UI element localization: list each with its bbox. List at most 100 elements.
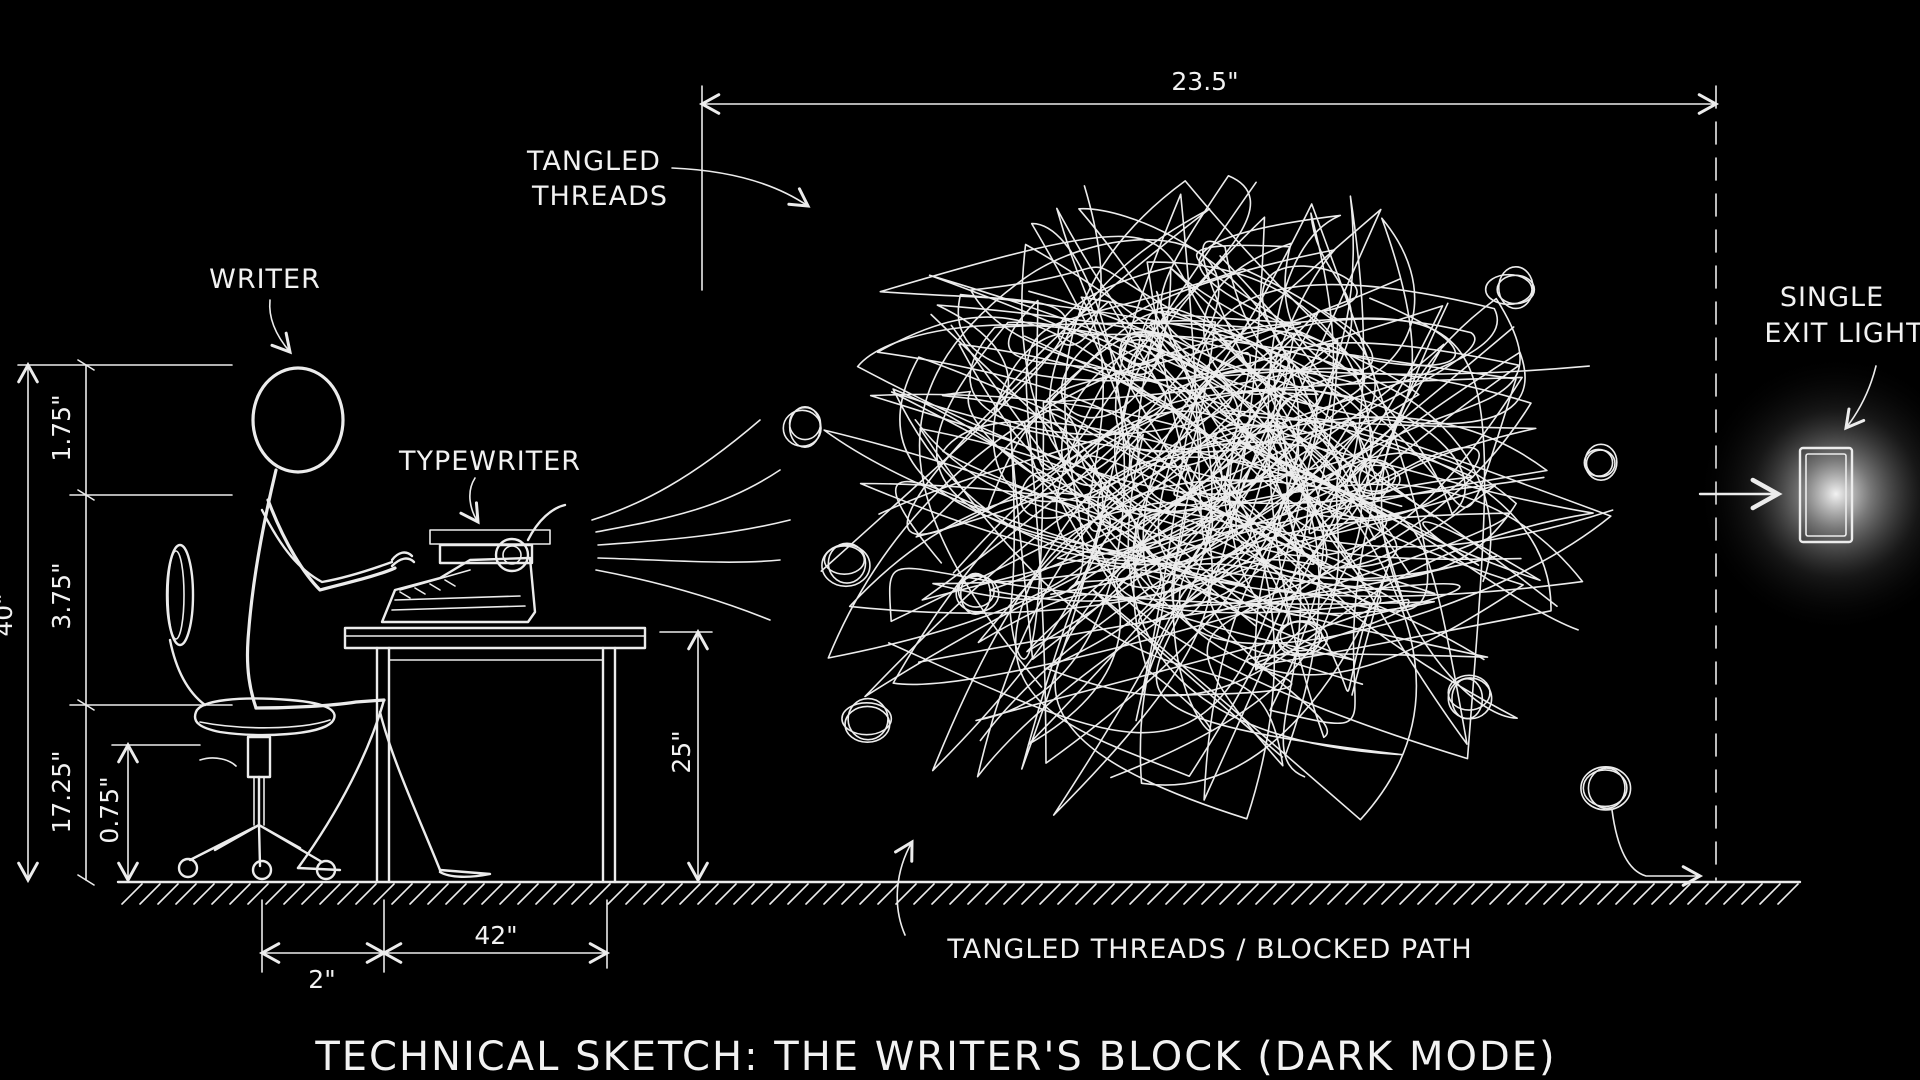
floor-hatch-line xyxy=(949,883,971,905)
floor-hatch-line xyxy=(1039,883,1061,905)
tangle-knot xyxy=(1118,338,1162,365)
floor-hatch-line xyxy=(1219,883,1241,905)
floor-hatch-line xyxy=(1021,883,1043,905)
floor-hatch-line xyxy=(1129,883,1151,905)
tangle-thread xyxy=(892,343,1489,746)
floor-hatch-line xyxy=(1507,883,1529,905)
tangle-knot xyxy=(1447,674,1491,711)
floor-hatch-line xyxy=(1687,883,1709,905)
floor-hatch-line xyxy=(283,883,305,905)
label-writer: WRITER xyxy=(209,264,321,295)
floor-hatch-line xyxy=(229,883,251,905)
floor-hatch-line xyxy=(1381,883,1403,905)
tangle-knot xyxy=(847,697,889,741)
floor-hatch-line xyxy=(355,883,377,905)
floor-hatch-line xyxy=(121,883,143,905)
floor-hatch-line xyxy=(733,883,755,905)
floor-hatch-line xyxy=(661,883,683,905)
floor-hatch-line xyxy=(1363,883,1385,905)
floor-hatch-line xyxy=(679,883,701,905)
dim-desk-width: 42" xyxy=(474,921,517,950)
dim-chair-offset: 0.75" xyxy=(95,776,124,843)
dim-desk-height: 25" xyxy=(667,730,696,773)
tangle-thread xyxy=(869,207,1579,764)
floor-hatch-line xyxy=(823,883,845,905)
tangle-knot xyxy=(1580,765,1632,811)
floor-hatch-line xyxy=(1597,883,1619,905)
floor-hatch-line xyxy=(715,883,737,905)
floor-hatch-line xyxy=(1579,883,1601,905)
label-tangled-threads-1: TANGLED xyxy=(526,146,661,177)
tangle-knot xyxy=(1447,677,1493,720)
desk xyxy=(343,626,647,884)
floor-hatch-line xyxy=(877,883,899,905)
tangled-threads xyxy=(782,175,1632,821)
floor-hatch-line xyxy=(589,883,611,905)
tangle-knot xyxy=(957,573,995,608)
typewriter-icon xyxy=(380,503,567,624)
tangle-knot xyxy=(955,575,1000,613)
floor-hatch-line xyxy=(1561,883,1583,905)
tangle-knot xyxy=(1496,274,1536,305)
tangle-thread xyxy=(899,309,1492,820)
floor-hatch-line xyxy=(1525,883,1547,905)
dim-tangle-width: 23.5" xyxy=(1171,67,1238,96)
floor-hatch-line xyxy=(1093,883,1115,905)
dim-torso: 3.75" xyxy=(47,562,76,629)
floor-hatch-line xyxy=(1651,883,1673,905)
floor-hatch-line xyxy=(1075,883,1097,905)
floor-hatch-line xyxy=(913,883,935,905)
floor-hatch-line xyxy=(247,883,269,905)
floor-hatch-line xyxy=(1309,883,1331,905)
floor-hatch-line xyxy=(1237,883,1259,905)
floor-hatch-line xyxy=(967,883,989,905)
label-exit-1: SINGLE xyxy=(1780,282,1884,313)
floor-hatch-line xyxy=(1147,883,1169,905)
tangle-knot xyxy=(1585,449,1616,478)
floor-hatch-line xyxy=(499,883,521,905)
floor-hatch-line xyxy=(1399,883,1421,905)
exit-light-icon xyxy=(1696,354,1920,634)
floor-hatch-line xyxy=(139,883,161,905)
floor-hatch-line xyxy=(427,883,449,905)
floor-line xyxy=(116,880,1802,905)
tangle-thread xyxy=(935,283,1584,597)
floor-hatch-line xyxy=(1705,883,1727,905)
tangle-knot xyxy=(1276,620,1329,655)
floor-hatch-line xyxy=(1633,883,1655,905)
tangle-knot xyxy=(1119,331,1161,366)
floor-hatch-line xyxy=(895,883,917,905)
floor-hatch-line xyxy=(1741,883,1763,905)
floor-hatch-line xyxy=(805,883,827,905)
tangle-thread xyxy=(887,193,1548,734)
floor-hatch-line xyxy=(535,883,557,905)
tangle-knot xyxy=(844,705,891,743)
floor-hatch-line xyxy=(1489,883,1511,905)
floor-hatch-line xyxy=(553,883,575,905)
tangle-knot xyxy=(1584,443,1618,481)
floor-hatch-line xyxy=(463,883,485,905)
tangle-knot xyxy=(1497,266,1534,310)
tangle-dimension: 23.5" xyxy=(698,67,1720,881)
floor-hatch-line xyxy=(409,883,431,905)
floor-hatch-line xyxy=(1111,883,1133,905)
floor-hatch-line xyxy=(193,883,215,905)
desk-dimensions: 25" 42" 2" xyxy=(258,628,713,994)
tangle-knot xyxy=(1484,273,1533,306)
floor-hatch-line xyxy=(517,883,539,905)
label-typewriter: TYPEWRITER xyxy=(398,446,581,477)
thread-streams xyxy=(591,419,791,621)
floor-hatch-line xyxy=(787,883,809,905)
floor-hatch-line xyxy=(697,883,719,905)
tangle-thread xyxy=(827,266,1468,745)
floor-hatch-line xyxy=(985,883,1007,905)
floor-hatch-line xyxy=(643,883,665,905)
floor-hatch-line xyxy=(211,883,233,905)
floor-hatch-line xyxy=(265,883,287,905)
floor-hatch-line xyxy=(1543,883,1565,905)
tangle-knot xyxy=(1358,460,1390,501)
floor-hatch-line xyxy=(337,883,359,905)
floor-hatch-line xyxy=(1453,883,1475,905)
floor-hatch-line xyxy=(1669,883,1691,905)
floor-hatch-line xyxy=(319,883,341,905)
